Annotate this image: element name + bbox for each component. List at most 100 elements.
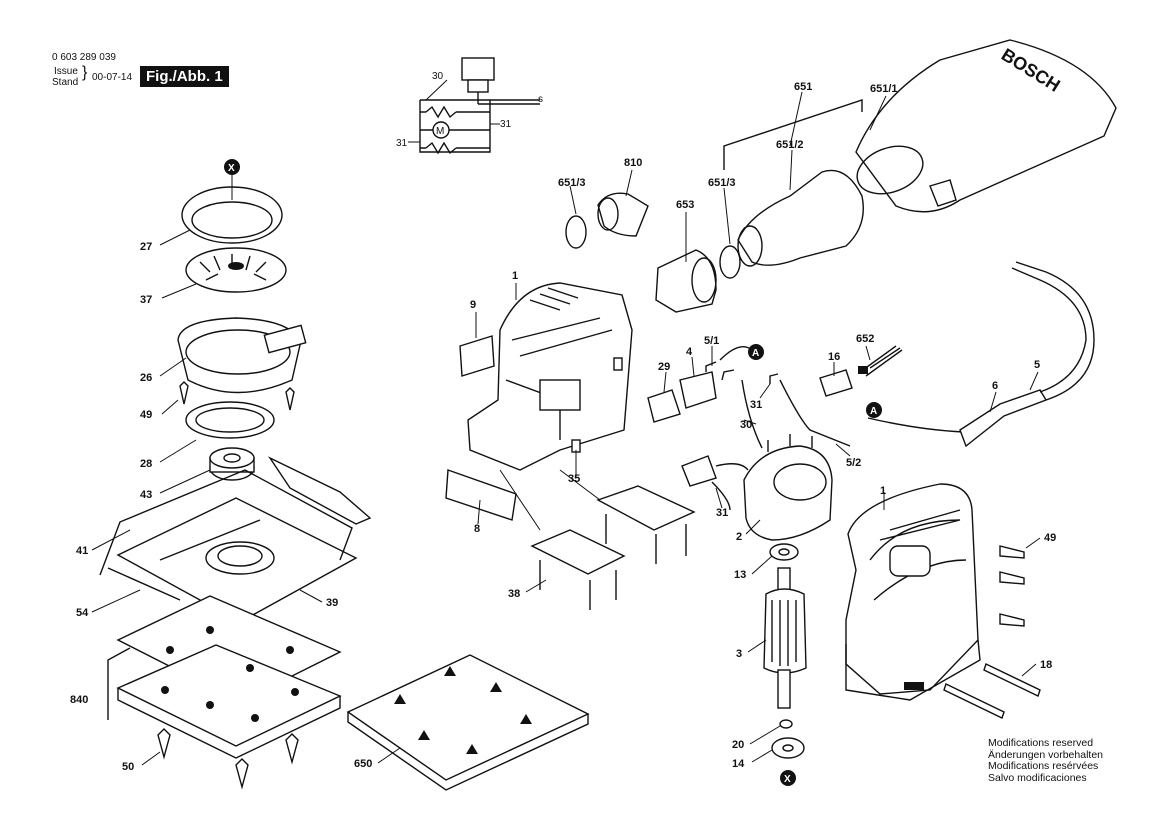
- part-9-label: [459, 335, 495, 377]
- callout-28: 28: [140, 458, 152, 470]
- bracket-651: [723, 99, 863, 170]
- part-651-2-adapter: [737, 169, 864, 266]
- callout-652: 653: [676, 199, 694, 211]
- stand-label: Stand: [52, 77, 79, 88]
- part-number: 0 603 289 039: [52, 52, 116, 63]
- marker-x-bottom: X: [780, 770, 796, 786]
- part-8-label: [445, 469, 517, 521]
- part-18-screw: [983, 663, 1041, 697]
- callout-5-2: 5/2: [846, 457, 861, 469]
- part-5-power-cord: [1011, 267, 1087, 393]
- callout-1-right: 1: [880, 485, 886, 497]
- callout-30-schematic: 30: [432, 71, 444, 82]
- callout-14: 14: [732, 758, 745, 770]
- callout-18: 18: [1040, 659, 1052, 671]
- note-es: Salvo modificaciones: [988, 771, 1087, 784]
- callout-20: 20: [732, 739, 744, 751]
- switch-rocker: [461, 57, 495, 81]
- part-38-bracket-b: [596, 485, 696, 531]
- switch-base: [467, 79, 489, 93]
- callout-27: 27: [140, 241, 152, 253]
- part-651-1-dust-bag: [855, 39, 1117, 213]
- callout-30: 30: [740, 419, 752, 431]
- callout-35: 35: [568, 473, 580, 485]
- callout-38: 38: [508, 588, 520, 600]
- part-16-brush-holder: [819, 369, 853, 397]
- marker-x-top: X: [224, 159, 240, 200]
- note-de: Änderungen vorbehalten: [988, 748, 1104, 761]
- marker-a-upper: A: [748, 344, 764, 360]
- callout-650: 650: [354, 758, 372, 770]
- part-652-nozzle: [655, 249, 717, 313]
- part-1-housing-half: [445, 282, 696, 610]
- part-13-bearing: [769, 543, 799, 561]
- part-651-3-ring-b: [719, 245, 741, 279]
- part-14-bearing: [771, 737, 805, 759]
- callout-3: 3: [736, 648, 742, 660]
- callout-49-right: 49: [1044, 532, 1056, 544]
- callout-9: 9: [470, 299, 476, 311]
- figure-label: Fig./Abb. 1: [140, 66, 229, 87]
- part-38-bracket: [530, 529, 626, 575]
- motor-letter: M: [436, 126, 444, 137]
- part-4-switch: [679, 371, 717, 409]
- part-651-3-ring-a: [565, 215, 587, 249]
- callout-31-lower: 31: [716, 507, 728, 519]
- callout-653: 810: [624, 157, 642, 169]
- callout-54: 54: [76, 607, 89, 619]
- callout-810: 652: [856, 333, 874, 345]
- part-26-fan-housing: [177, 317, 301, 394]
- callout-29: 29: [658, 361, 670, 373]
- callout-31-schematic-a: 31: [500, 119, 512, 130]
- callout-39: 39: [326, 597, 338, 609]
- svg-text:X: X: [228, 163, 235, 174]
- part-650-punch-plate: [346, 654, 590, 791]
- resistor-top: [425, 105, 457, 119]
- callout-31-upper: 31: [750, 399, 762, 411]
- header-brace: }: [82, 64, 88, 81]
- callout-651: 651: [794, 81, 812, 93]
- callout-26: 26: [140, 372, 152, 384]
- part-18-screw-b: [943, 683, 1005, 719]
- callout-13: 13: [734, 569, 746, 581]
- resistor-bottom: [425, 141, 457, 155]
- callout-840: 840: [70, 694, 88, 706]
- supply-letter: s: [538, 94, 543, 105]
- callout-43: 43: [140, 489, 152, 501]
- callout-2: 2: [736, 531, 742, 543]
- part-3-armature-shaft: [777, 567, 791, 591]
- callout-5-1: 5/1: [704, 335, 719, 347]
- callout-leaders: [91, 91, 1041, 766]
- electrical-parts: [565, 192, 1095, 759]
- callout-651-3-left: 651/3: [558, 177, 586, 189]
- modification-notes: Modifications reserved Änderungen vorbeh…: [988, 737, 1104, 784]
- callout-16: 16: [828, 351, 840, 363]
- part-lever: [267, 456, 372, 525]
- note-fr: Modifications resérvées: [988, 760, 1099, 772]
- callout-41: 41: [76, 545, 88, 557]
- part-3-armature: [763, 588, 807, 674]
- callout-651-1: 651/1: [870, 83, 898, 95]
- callout-651-2: 651/2: [776, 139, 804, 151]
- svg-text:A: A: [752, 348, 759, 359]
- part-29-button: [647, 389, 681, 423]
- callout-labels: 30 31 31 27 37 26 49 28 43 41 54 39 840 …: [70, 71, 1056, 773]
- callout-8: 8: [474, 523, 480, 535]
- callout-651-3-right: 651/3: [708, 177, 736, 189]
- dust-extraction: BOSCH: [723, 39, 1117, 267]
- callout-4: 4: [686, 346, 693, 358]
- part-20-washer: [779, 719, 793, 729]
- part-1-housing-right: [845, 483, 1041, 719]
- marker-a-lower: A: [866, 402, 882, 418]
- callout-49-left: 49: [140, 409, 152, 421]
- svg-text:A: A: [870, 406, 877, 417]
- svg-text:X: X: [784, 774, 791, 785]
- issue-label: Issue: [54, 66, 78, 77]
- pad-assembly: [99, 186, 372, 790]
- callout-1-center: 1: [512, 270, 518, 282]
- part-2-field-coil: [743, 445, 833, 541]
- note-en: Modifications reserved: [988, 737, 1094, 749]
- wiring-schematic: M s: [408, 57, 543, 155]
- callout-50: 50: [122, 761, 134, 773]
